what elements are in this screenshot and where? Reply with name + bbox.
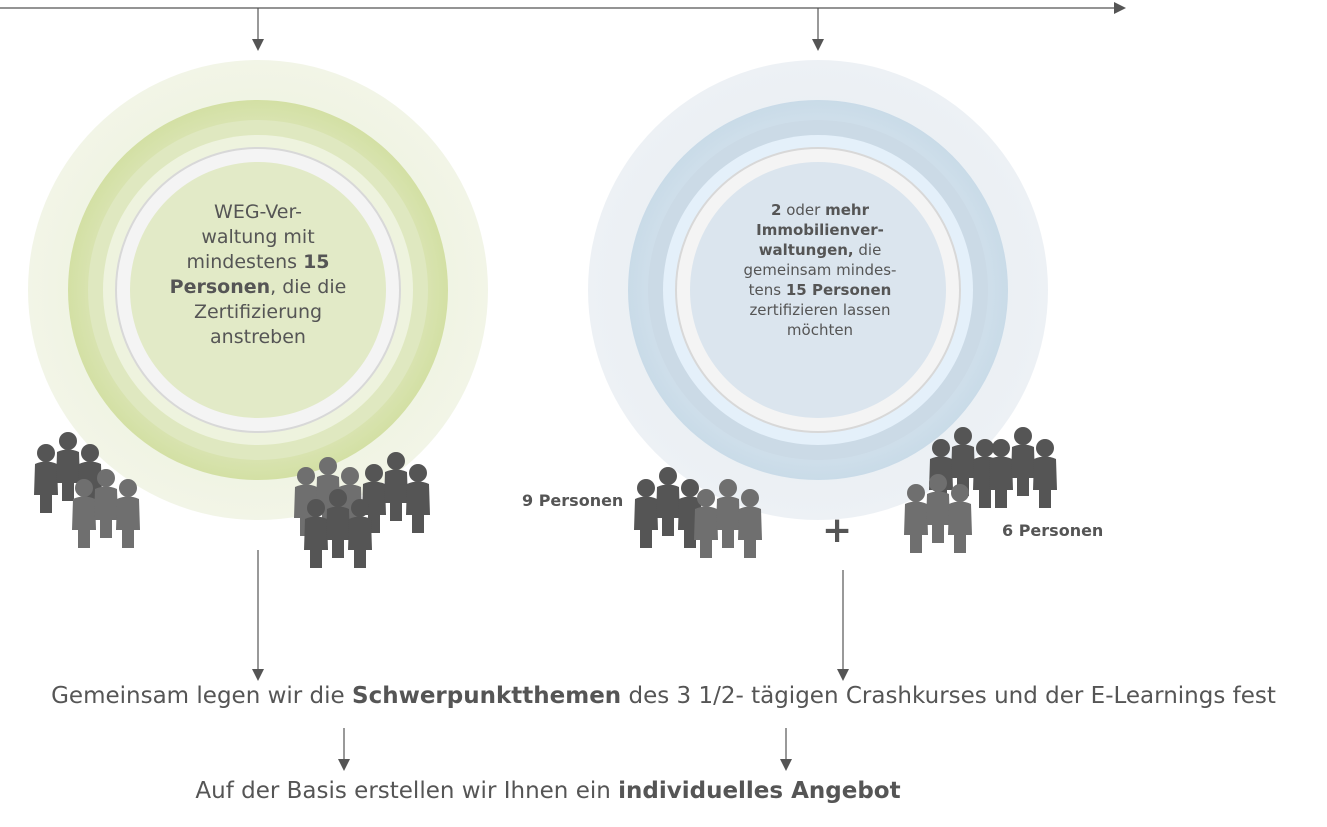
right-option-circle xyxy=(588,60,1048,520)
left-option-circle xyxy=(28,60,488,520)
group-6-label: 6 Personen xyxy=(1002,521,1104,540)
statement-focus-topics: Gemeinsam legen wir die Schwerpunkttheme… xyxy=(51,683,1276,709)
people-group-icon xyxy=(904,474,972,553)
people-group-icon xyxy=(989,427,1057,508)
people-group-icon xyxy=(694,479,762,558)
group-9-label: 9 Personen xyxy=(522,491,624,510)
left-option-text: WEG-Ver- waltung mit mindestens 15 Perso… xyxy=(169,201,347,348)
statement-individual-offer: Auf der Basis erstellen wir Ihnen ein in… xyxy=(195,778,901,804)
people-group-icon xyxy=(72,469,140,548)
people-group-icon xyxy=(304,489,372,568)
right-option-text: 2 oder mehr Immobilienver- waltungen, di… xyxy=(743,201,897,339)
plus-icon: + xyxy=(822,510,853,551)
